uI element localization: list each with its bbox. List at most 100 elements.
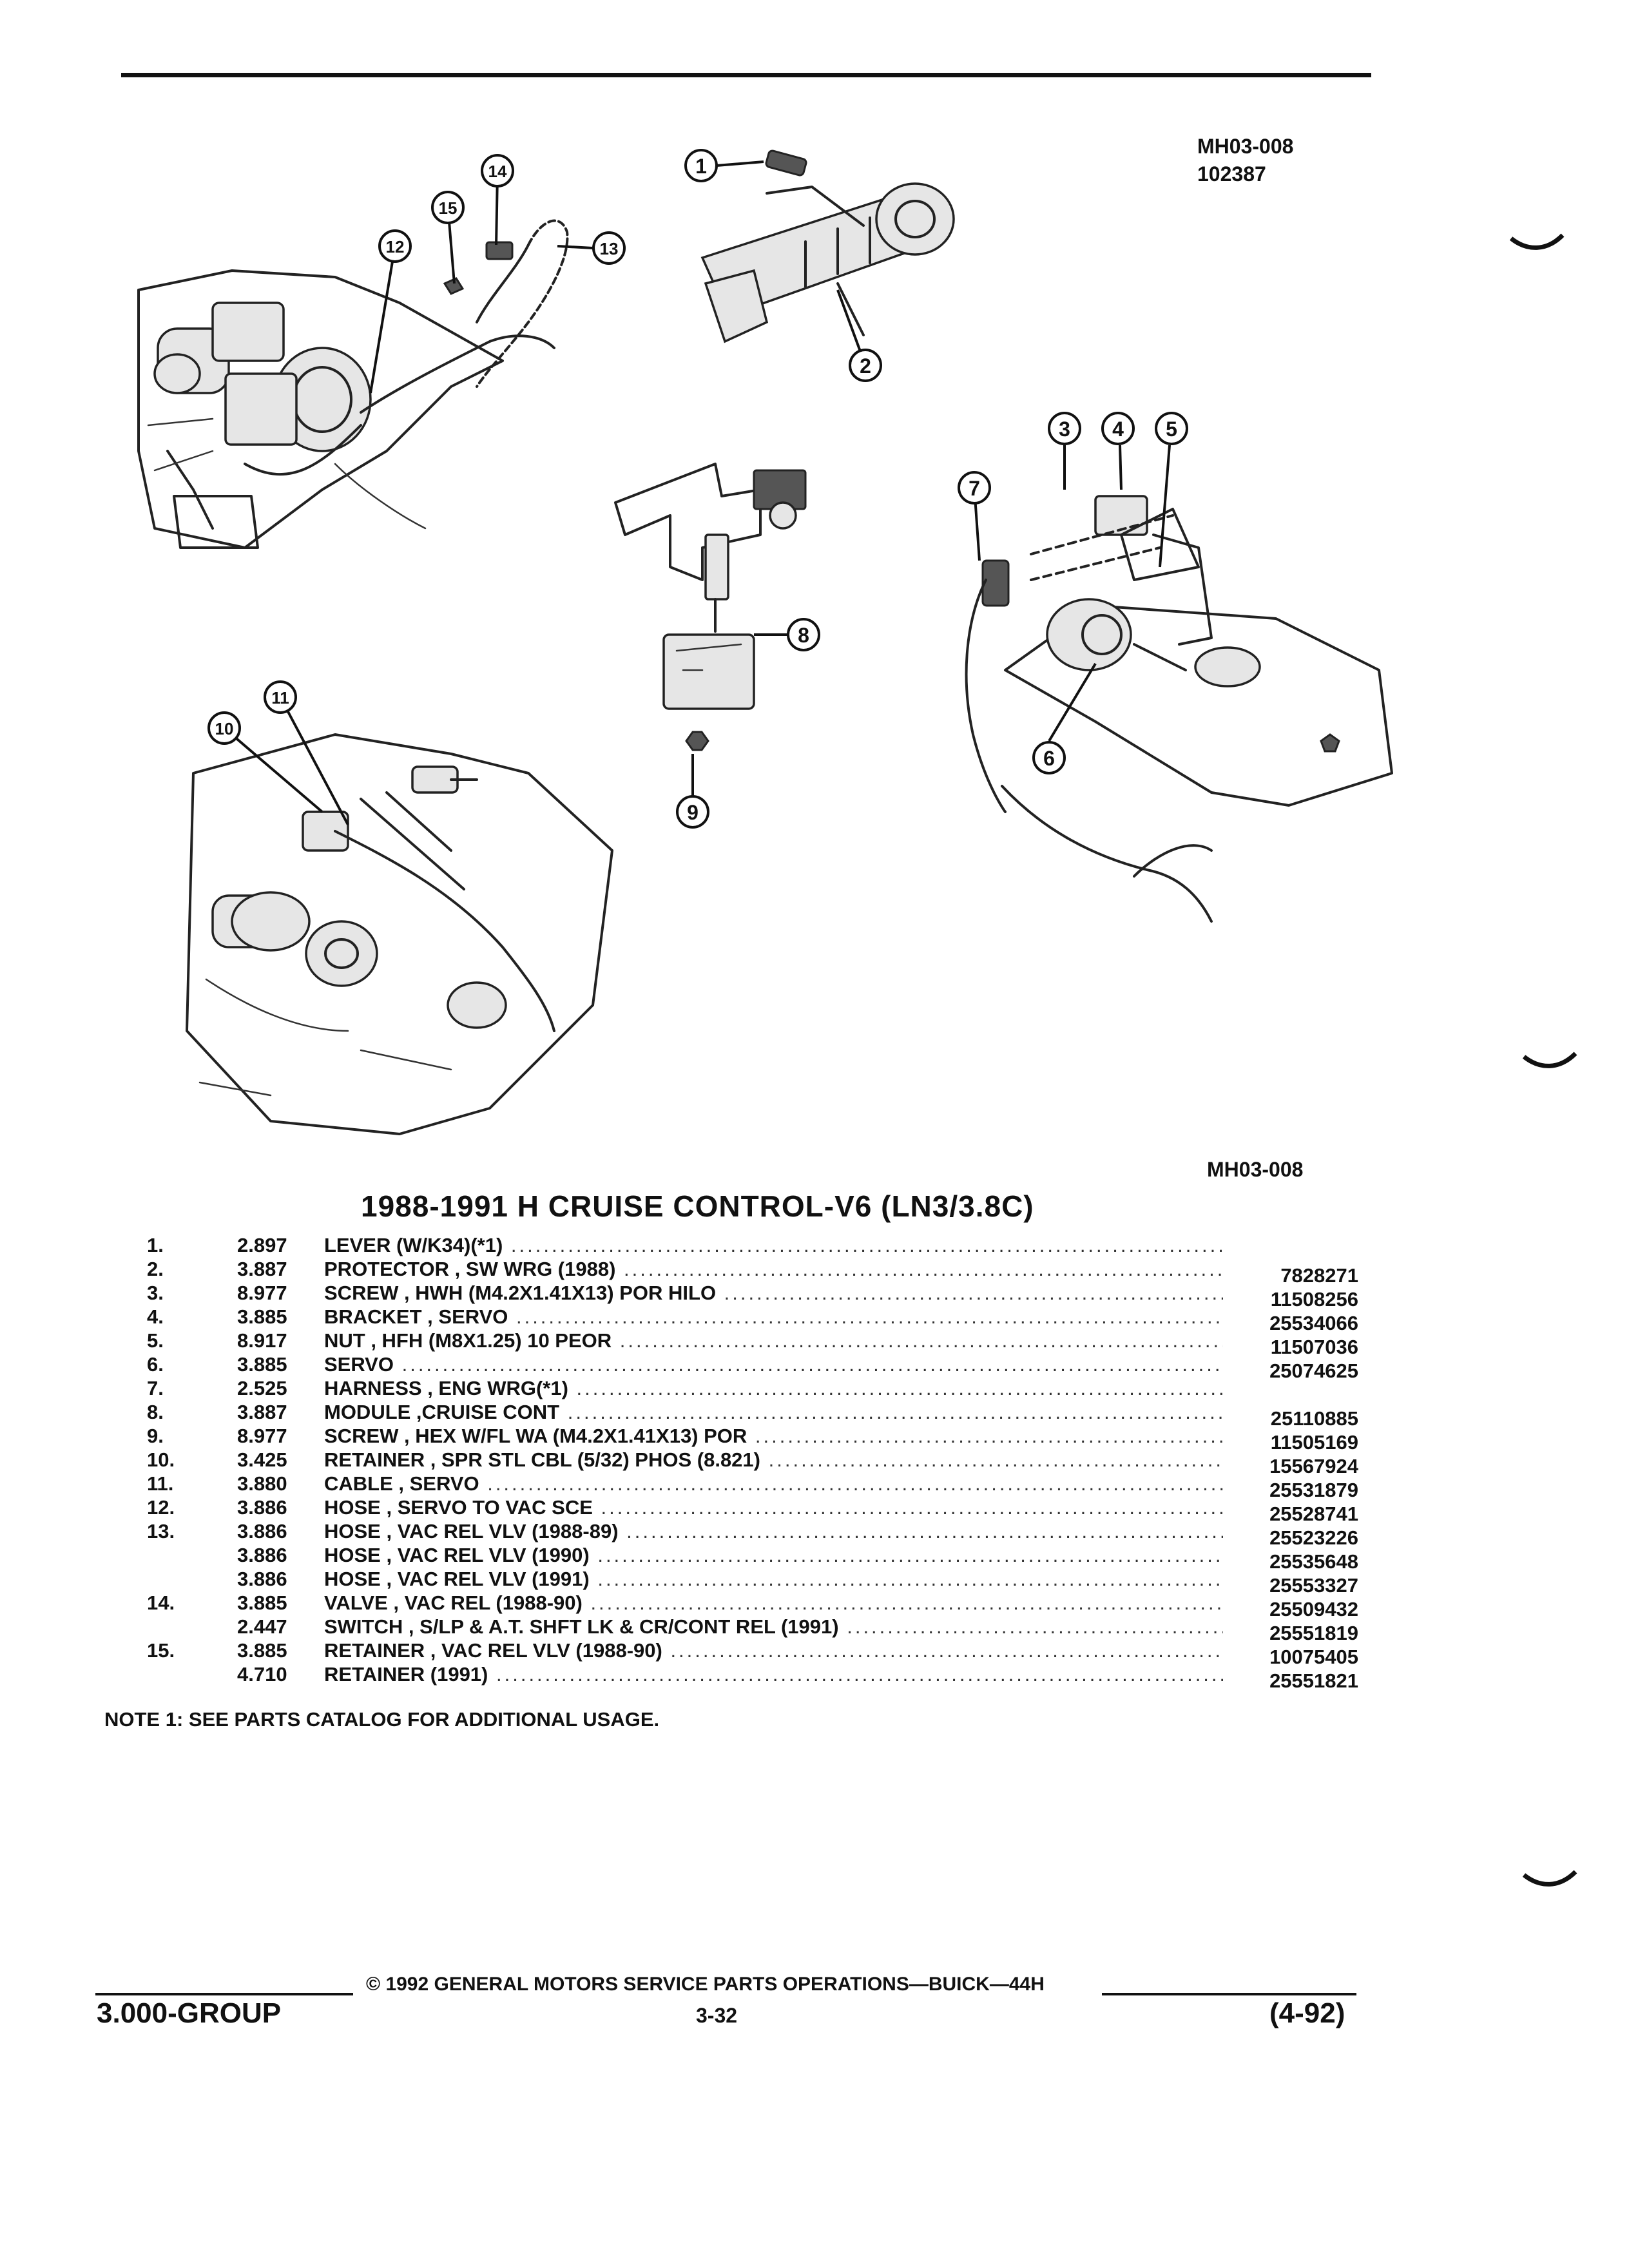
part-index: 9. (147, 1425, 164, 1447)
callout-7: 7 (958, 471, 991, 505)
svg-text:7: 7 (969, 477, 980, 500)
part-index: 10. (147, 1448, 175, 1471)
part-description-text: CABLE , SERVO (324, 1472, 479, 1495)
part-description: BRACKET , SERVO ........................… (324, 1305, 1223, 1329)
callout-5: 5 (1155, 412, 1188, 445)
part-number: 10075405 (1269, 1646, 1358, 1668)
svg-text:5: 5 (1166, 418, 1177, 441)
part-index: 3. (147, 1282, 164, 1304)
part-number: 25528741 (1269, 1503, 1358, 1525)
margin-punch-mark (1522, 1870, 1577, 1887)
footer-date: (4-92) (1269, 1997, 1345, 2029)
callout-1: 1 (684, 149, 718, 182)
part-description-text: HOSE , SERVO TO VAC SCE (324, 1496, 593, 1519)
svg-text:10: 10 (215, 719, 234, 738)
part-description: HOSE , VAC REL VLV (1990) ..............… (324, 1543, 1223, 1567)
footnote: NOTE 1: SEE PARTS CATALOG FOR ADDITIONAL… (104, 1708, 660, 1731)
part-group-number: 8.977 (237, 1425, 287, 1447)
part-group-number: 3.886 (237, 1544, 287, 1566)
part-description: RETAINER , SPR STL CBL (5/32) PHOS (8.82… (324, 1448, 1223, 1472)
part-description-text: MODULE ,CRUISE CONT (324, 1401, 560, 1423)
parts-row: 9. 8.977 SCREW , HEX W/FL WA (M4.2X1.41X13… (147, 1424, 1358, 1454)
part-description: MODULE ,CRUISE CONT ....................… (324, 1400, 1223, 1424)
part-group-number: 8.917 (237, 1329, 287, 1352)
leader-dots: ........................................… (487, 1472, 1223, 1495)
callout-6: 6 (1032, 741, 1066, 774)
part-description: SERVO ..................................… (324, 1352, 1223, 1376)
callout-3: 3 (1048, 412, 1081, 445)
svg-text:15: 15 (439, 198, 458, 218)
part-group-number: 3.886 (237, 1568, 287, 1590)
part-index: 5. (147, 1329, 164, 1352)
part-number: 25074625 (1269, 1360, 1358, 1382)
footer-rule-right (1102, 1993, 1356, 1995)
part-index: 4. (147, 1305, 164, 1328)
part-index: 14. (147, 1591, 175, 1614)
part-description-text: SCREW , HEX W/FL WA (M4.2X1.41X13) POR (324, 1425, 747, 1447)
part-index: 6. (147, 1353, 164, 1376)
footer-page-number: 3-32 (696, 2004, 738, 2027)
leader-dots: ........................................… (768, 1448, 1223, 1471)
part-description-text: VALVE , VAC REL (1988-90) (324, 1591, 583, 1614)
part-number: 7828271 (1280, 1264, 1358, 1287)
part-description-text: SWITCH , S/LP & A.T. SHFT LK & CR/CONT R… (324, 1615, 839, 1638)
leader-dots: ........................................… (626, 1520, 1223, 1542)
part-description-text: NUT , HFH (M8X1.25) 10 PEOR (324, 1329, 612, 1352)
leader-lines (223, 160, 1171, 825)
svg-text:11: 11 (271, 688, 289, 707)
view-module (614, 463, 807, 751)
part-index: 7. (147, 1377, 164, 1399)
part-group-number: 8.977 (237, 1282, 287, 1304)
part-description-text: RETAINER , SPR STL CBL (5/32) PHOS (8.82… (324, 1448, 760, 1471)
part-number: 25534066 (1269, 1312, 1358, 1334)
part-description: HARNESS , ENG WRG(*1) ..................… (324, 1376, 1223, 1400)
footer-group: 3.000-GROUP (97, 1997, 282, 2029)
part-description-text: HOSE , VAC REL VLV (1988-89) (324, 1520, 619, 1542)
callout-2: 2 (849, 349, 882, 382)
leader-dots: ........................................… (755, 1425, 1223, 1447)
part-number: 11507036 (1270, 1336, 1358, 1358)
leader-dots: ........................................… (724, 1282, 1223, 1304)
part-description: HOSE , VAC REL VLV (1991) ..............… (324, 1567, 1223, 1591)
part-number: 25110885 (1270, 1407, 1358, 1430)
part-group-number: 3.887 (237, 1401, 287, 1423)
part-description-text: BRACKET , SERVO (324, 1305, 508, 1328)
part-group-number: 3.885 (237, 1353, 287, 1376)
parts-row: 4.710 RETAINER (1991) ...................… (147, 1662, 1358, 1692)
parts-row: 3.886 HOSE , VAC REL VLV (1991) .........… (147, 1567, 1358, 1597)
leader-dots: ........................................… (847, 1615, 1223, 1638)
part-description: RETAINER (1991) ........................… (324, 1662, 1223, 1686)
view-engine-upper-left (137, 219, 569, 549)
view-servo-bracket (965, 495, 1393, 923)
part-number: 25535648 (1269, 1550, 1358, 1573)
part-description: HOSE , VAC REL VLV (1988-89) ...........… (324, 1519, 1223, 1543)
part-description: SWITCH , S/LP & A.T. SHFT LK & CR/CONT R… (324, 1615, 1223, 1639)
part-description: RETAINER , VAC REL VLV (1988-90) .......… (324, 1639, 1223, 1662)
part-index: 11. (147, 1472, 174, 1495)
leader-dots: ........................................… (670, 1639, 1223, 1662)
svg-text:13: 13 (600, 239, 619, 258)
part-index: 2. (147, 1258, 164, 1280)
part-description-text: RETAINER (1991) (324, 1663, 488, 1686)
part-group-number: 4.710 (237, 1663, 287, 1686)
view-throttle-cable (186, 733, 613, 1135)
part-description: SCREW , HWH (M4.2X1.41X13) POR HILO ....… (324, 1281, 1223, 1305)
footer-copyright: © 1992 GENERAL MOTORS SERVICE PARTS OPER… (366, 1974, 1045, 1995)
svg-text:4: 4 (1112, 418, 1124, 441)
part-description-text: HOSE , VAC REL VLV (1991) (324, 1568, 590, 1590)
leader-dots: ........................................… (567, 1401, 1223, 1423)
svg-text:3: 3 (1059, 418, 1070, 441)
leader-dots: ........................................… (597, 1544, 1223, 1566)
part-description-text: HOSE , VAC REL VLV (1990) (324, 1544, 590, 1566)
part-number: 25551821 (1269, 1669, 1358, 1692)
